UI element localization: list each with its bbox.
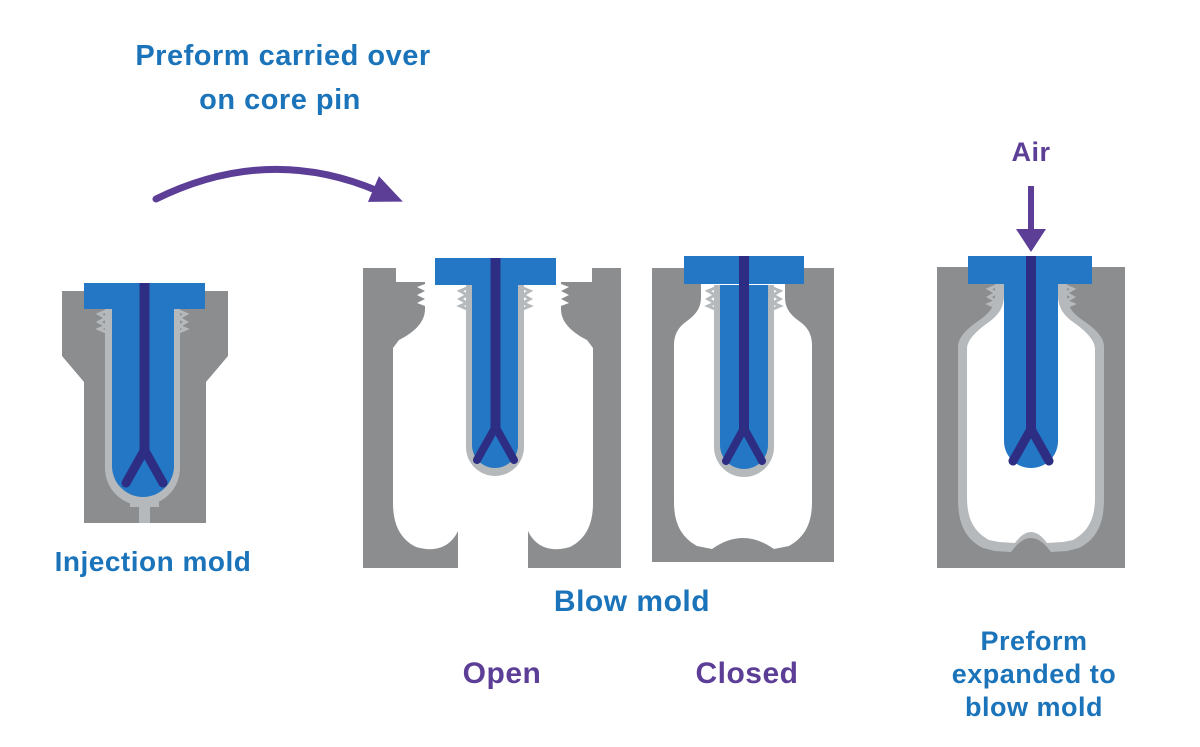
core-pin-tip xyxy=(473,423,518,464)
blow-mold-closed-diagram xyxy=(652,256,834,562)
expanded-label-line-1: Preform xyxy=(980,626,1088,656)
neck-threads xyxy=(456,286,471,311)
neck-threads xyxy=(769,286,784,311)
core-pin-tip xyxy=(1008,424,1054,466)
air-arrow-icon xyxy=(1016,186,1046,252)
neck-threads xyxy=(704,286,719,311)
closed-label: Closed xyxy=(695,657,799,690)
neck-threads xyxy=(95,309,110,334)
core-pin xyxy=(490,258,501,432)
neck-threads xyxy=(1062,284,1077,309)
injection-mold-diagram xyxy=(62,283,228,523)
core-pin xyxy=(739,256,749,433)
expanded-label-line-2: expanded to xyxy=(951,659,1117,689)
title-line-1: Preform carried over xyxy=(135,40,431,72)
blow-mold-label: Blow mold xyxy=(553,585,711,618)
core-pin xyxy=(139,283,150,455)
mold-half-left xyxy=(363,268,458,568)
carry-arrow-icon xyxy=(152,165,403,203)
neck-threads xyxy=(519,286,534,311)
expanded-label-line-3: blow mold xyxy=(965,692,1103,722)
blow-mold-open-diagram xyxy=(363,258,621,568)
neck-threads xyxy=(985,284,1000,309)
injection-mold-label: Injection mold xyxy=(54,546,252,577)
core-pin-tip xyxy=(121,445,168,488)
neck-threads xyxy=(175,309,190,334)
open-label: Open xyxy=(462,657,542,690)
preform-expanded-diagram xyxy=(937,186,1125,568)
core-pin-tip xyxy=(722,424,766,465)
mold-half-right xyxy=(528,268,621,568)
air-label: Air xyxy=(1011,137,1051,167)
title-line-2: on core pin xyxy=(199,84,361,116)
core-pin xyxy=(1026,256,1036,434)
sprue-stem xyxy=(139,505,150,523)
